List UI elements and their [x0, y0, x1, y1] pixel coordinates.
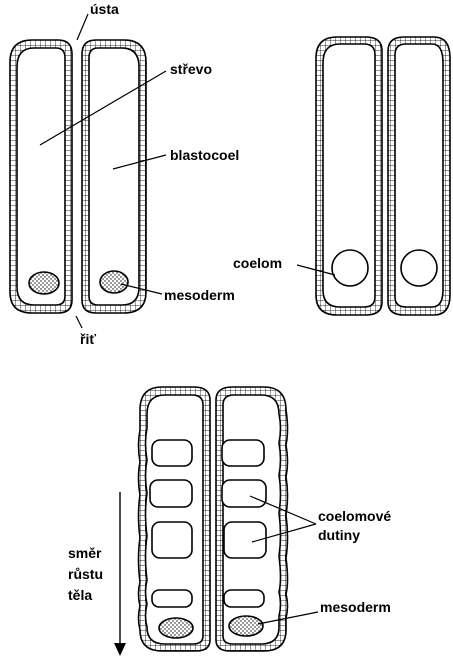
stage-3-mesoderm-left	[159, 618, 193, 638]
stage-2-coelom-right	[401, 250, 437, 286]
stage-3-cavity-left-2	[150, 480, 192, 507]
label-rit: řiť	[80, 331, 96, 347]
stage-1-embryo	[10, 40, 146, 313]
label-coelom: coelom	[233, 255, 282, 271]
stage-3-cavity-right-2	[222, 480, 266, 507]
growth-direction-arrow	[114, 492, 126, 656]
stage-3-cavity-left-3	[152, 522, 192, 558]
stage-3-left-wall	[139, 387, 211, 651]
label-mesoderm-bottom: mesoderm	[320, 599, 391, 615]
label-usta: ústa	[90, 1, 119, 17]
stage-3-right-wall	[216, 387, 288, 651]
label-strevo: střevo	[170, 61, 212, 77]
stage-3-cavity-right-1	[222, 440, 264, 466]
label-coelomove-line1: coelomové	[318, 508, 391, 524]
label-coelomove-line2: dutiny	[318, 527, 360, 543]
label-smer-line3: těla	[68, 587, 92, 603]
stage-3-cavity-left-1	[152, 440, 192, 466]
stage-3-cavity-left-4	[152, 590, 192, 607]
stage-2-embryo	[316, 37, 450, 315]
label-blastocoel: blastocoel	[170, 147, 239, 163]
stage-1-mesoderm-left	[29, 272, 59, 294]
stage-3-embryo	[139, 387, 288, 651]
stage-3-cavity-right-4	[224, 590, 264, 607]
label-mesoderm-top: mesoderm	[164, 287, 235, 303]
stage-1-mesoderm-right	[100, 271, 128, 293]
stage-2-coelom-left	[332, 250, 368, 286]
stage-3-mesoderm-right	[229, 616, 263, 636]
label-smer-line2: růstu	[68, 566, 103, 582]
label-smer-line1: směr	[68, 545, 102, 561]
